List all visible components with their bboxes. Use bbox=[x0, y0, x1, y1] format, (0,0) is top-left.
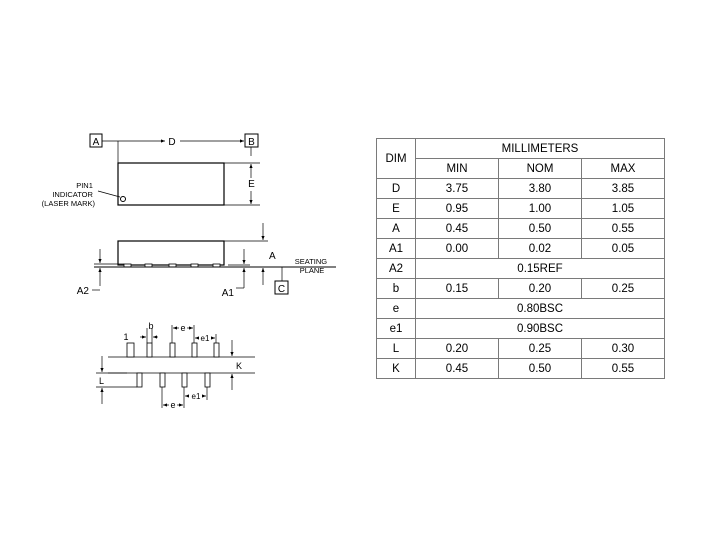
terminal-pad bbox=[191, 342, 198, 358]
terminal-pad bbox=[126, 342, 135, 358]
value-cell-max: 3.85 bbox=[581, 178, 665, 199]
seating-plane-label: SEATING PLANE bbox=[295, 257, 329, 275]
value-cell-max: 0.55 bbox=[581, 358, 665, 379]
top-view: A D B PIN1 INDICATOR (LASER MARK) E bbox=[42, 133, 260, 208]
value-cell-nom: 0.20 bbox=[498, 278, 582, 299]
value-cell-nom: 0.50 bbox=[498, 218, 582, 239]
value-cell-max: 1.05 bbox=[581, 198, 665, 219]
datum-c-box bbox=[274, 280, 289, 295]
dim-header-cell: DIM bbox=[376, 138, 416, 179]
terminal-pad bbox=[146, 342, 153, 358]
datum-b-label: B bbox=[248, 137, 255, 148]
unit-header-cell: MILLIMETERS bbox=[415, 138, 665, 159]
dim-e-label: E bbox=[248, 179, 255, 190]
value-cell-min: 0.95 bbox=[415, 198, 499, 219]
value-cell-max: 0.55 bbox=[581, 218, 665, 239]
value-cell-min: 0.00 bbox=[415, 238, 499, 259]
spanned-value-cell: 0.15REF bbox=[415, 258, 665, 279]
dim-cell: b bbox=[376, 278, 416, 299]
terminal-pad bbox=[213, 342, 220, 358]
value-cell-min: 0.45 bbox=[415, 218, 499, 239]
dim-a1-label: A1 bbox=[222, 288, 235, 299]
value-cell-max: 0.05 bbox=[581, 238, 665, 259]
dim-cell: E bbox=[376, 198, 416, 219]
dim-b-label: b bbox=[148, 321, 153, 331]
dim-1-label: 1 bbox=[123, 332, 128, 342]
value-cell-nom: 0.02 bbox=[498, 238, 582, 259]
col-header-min: MIN bbox=[415, 158, 499, 179]
value-cell-nom: 3.80 bbox=[498, 178, 582, 199]
package-body-top bbox=[117, 162, 225, 206]
dim-k-label: K bbox=[236, 361, 242, 371]
dim-e1-pitch-label: e1 bbox=[192, 392, 201, 401]
terminal-pad bbox=[169, 342, 176, 358]
dim-cell: D bbox=[376, 178, 416, 199]
dim-cell: e bbox=[376, 298, 416, 319]
datum-c-label: C bbox=[278, 284, 285, 295]
dim-cell: L bbox=[376, 338, 416, 359]
table-header-row: DIM MILLIMETERS bbox=[376, 138, 665, 179]
value-cell-min: 3.75 bbox=[415, 178, 499, 199]
value-cell-min: 0.20 bbox=[415, 338, 499, 359]
spanned-value-cell: 0.80BSC bbox=[415, 298, 665, 319]
value-cell-max: 0.25 bbox=[581, 278, 665, 299]
value-cell-min: 0.45 bbox=[415, 358, 499, 379]
spanned-value-cell: 0.90BSC bbox=[415, 318, 665, 339]
dim-e-pitch-label: e bbox=[180, 323, 185, 333]
pin1-indicator-label: PIN1 INDICATOR (LASER MARK) bbox=[42, 181, 96, 208]
datum-a-label: A bbox=[93, 137, 100, 148]
terminal-pad bbox=[181, 372, 188, 388]
table-subheader-row: MIN NOM MAX bbox=[377, 158, 665, 179]
terminal-pad bbox=[136, 372, 143, 388]
leader-line bbox=[97, 190, 121, 198]
col-header-nom: NOM bbox=[498, 158, 582, 179]
terminal-pad bbox=[204, 372, 211, 388]
bottom-view: b 1 e e1 e e1 L K bbox=[96, 321, 255, 410]
terminal-pad bbox=[159, 372, 166, 388]
dim-a2-label: A2 bbox=[77, 286, 90, 297]
pin1-indicator-dot bbox=[120, 196, 126, 202]
dim-cell: A1 bbox=[376, 238, 416, 259]
dim-e1-pitch-label: e1 bbox=[201, 334, 210, 343]
dim-l-label: L bbox=[99, 376, 104, 386]
datum-b-box bbox=[244, 133, 259, 148]
dim-cell: e1 bbox=[376, 318, 416, 339]
dim-a-label: A bbox=[269, 251, 276, 262]
dim-e-pitch-label: e bbox=[170, 400, 175, 410]
dim-cell: A bbox=[376, 218, 416, 239]
col-header-max: MAX bbox=[581, 158, 665, 179]
value-cell-max: 0.30 bbox=[581, 338, 665, 359]
value-cell-min: 0.15 bbox=[415, 278, 499, 299]
datum-a-box bbox=[89, 133, 103, 148]
value-cell-nom: 0.25 bbox=[498, 338, 582, 359]
side-view: SEATING PLANE A A1 A2 C bbox=[77, 223, 336, 299]
package-body-side bbox=[117, 240, 225, 266]
value-cell-nom: 1.00 bbox=[498, 198, 582, 219]
value-cell-nom: 0.50 bbox=[498, 358, 582, 379]
dim-d-label: D bbox=[168, 137, 175, 148]
dim-cell: K bbox=[376, 358, 416, 379]
dim-cell: A2 bbox=[376, 258, 416, 279]
